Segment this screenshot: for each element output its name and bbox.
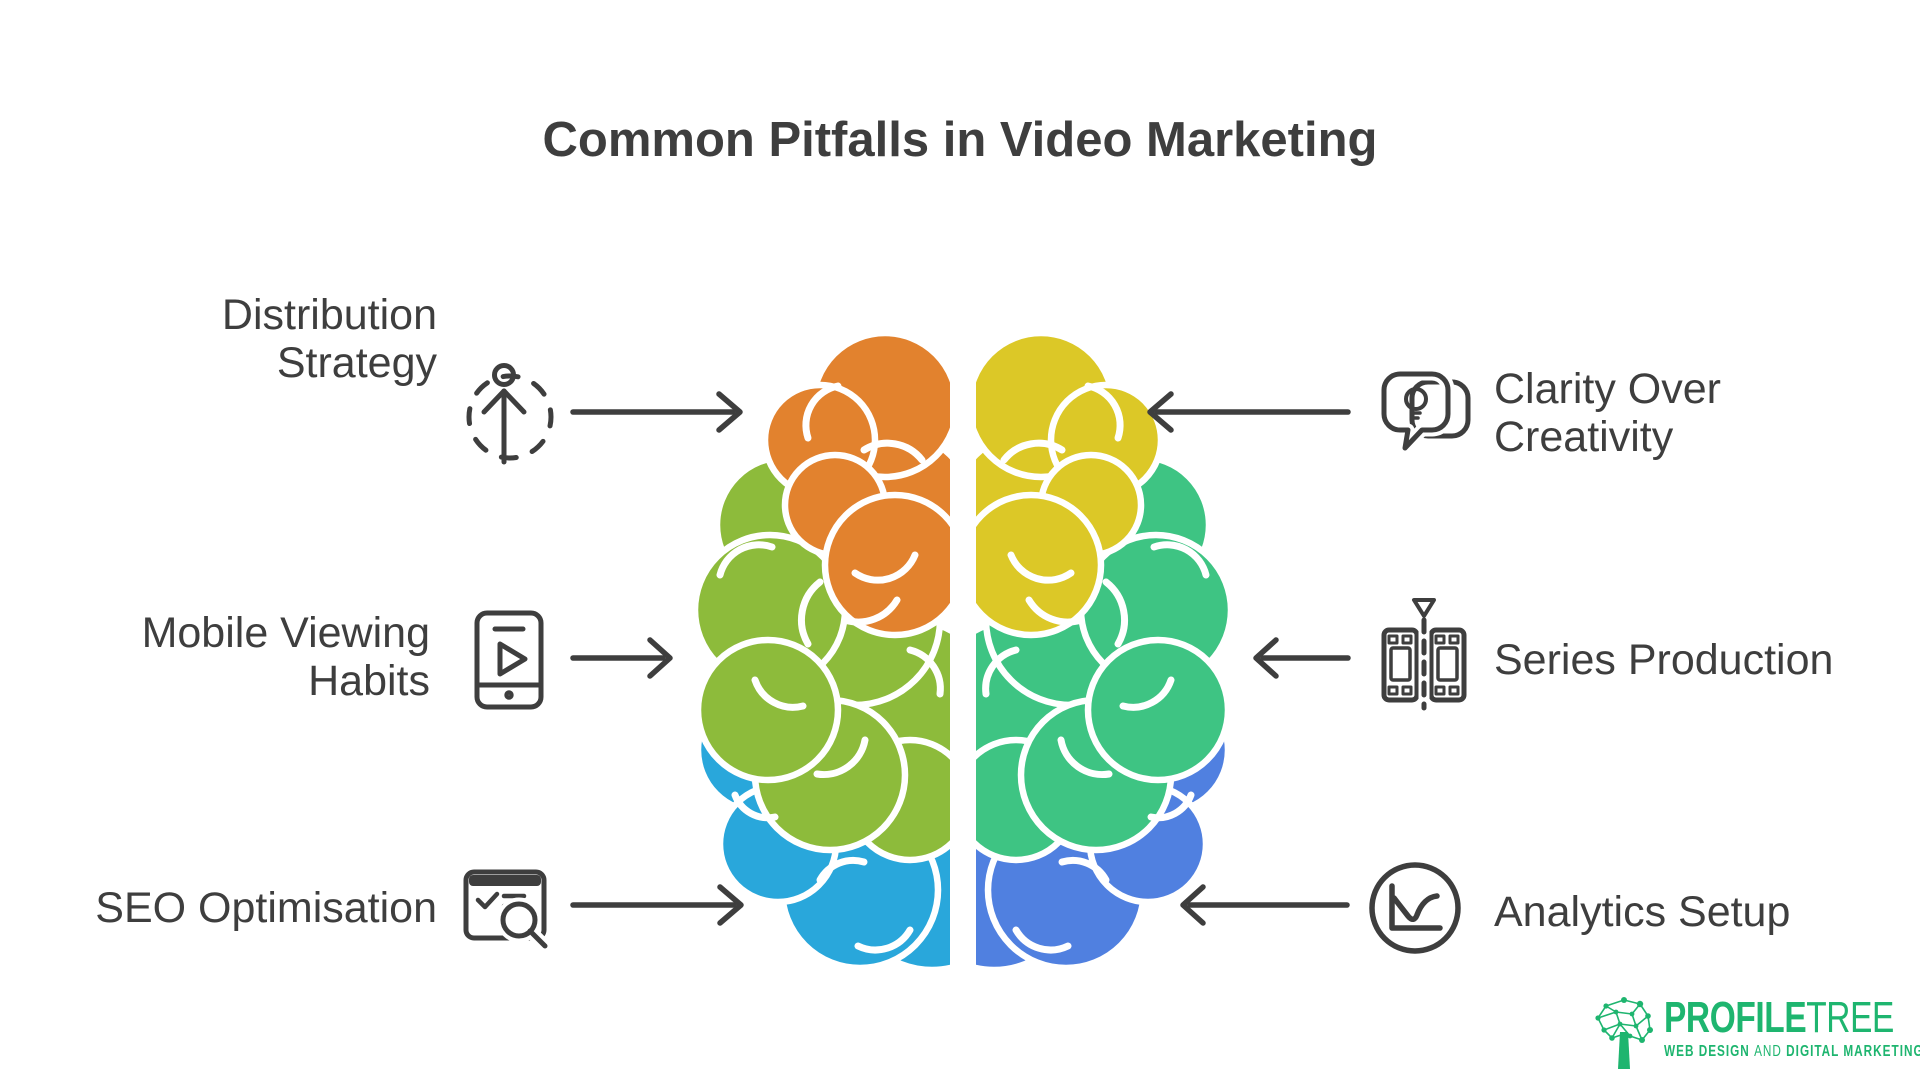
item-label-line: Analytics Setup	[1494, 888, 1791, 936]
item-seo-optimisation: SEO Optimisation	[95, 884, 437, 932]
item-label-line: Creativity	[1494, 413, 1674, 461]
item-label-line: Habits	[308, 657, 430, 705]
brain-sulci-lines	[716, 382, 944, 954]
item-label-line: SEO Optimisation	[95, 884, 437, 932]
line-chart-circle-icon	[1369, 862, 1461, 954]
brain-sulci-lines	[982, 382, 1210, 954]
arrow-seo-icon	[570, 884, 744, 926]
smartphone-video-play-icon	[474, 610, 544, 710]
brain-right-hemisphere	[976, 329, 1235, 974]
profiletree-tree-icon	[1595, 997, 1653, 1069]
browser-search-checklist-icon	[463, 869, 552, 953]
item-label-line: Series Production	[1494, 636, 1834, 684]
item-label-line: Strategy	[276, 339, 437, 387]
item-clarity-over-creativity: Clarity Over Creativity	[1494, 365, 1721, 461]
item-label-line: Clarity Over	[1494, 365, 1721, 413]
item-mobile-viewing-habits: Mobile Viewing Habits	[142, 609, 430, 705]
brain-illustration	[691, 329, 1235, 974]
arrow-distribution-icon	[570, 391, 743, 433]
item-analytics-setup: Analytics Setup	[1494, 888, 1790, 936]
item-label-line: Distribution	[221, 291, 437, 339]
brain-left-hemisphere	[691, 329, 950, 974]
person-growth-dashed-circle-icon	[466, 363, 554, 465]
page-title: Common Pitfalls in Video Marketing	[542, 113, 1378, 167]
item-label-line: Mobile Viewing	[141, 609, 430, 657]
arrow-clarity-icon	[1147, 391, 1351, 433]
arrow-series-icon	[1253, 637, 1351, 679]
item-distribution-strategy: Distribution Strategy	[222, 291, 437, 387]
brain-region-orange	[761, 329, 950, 639]
profiletree-logo: PROFILETREE WEB DESIGN AND DIGITAL MARKE…	[1590, 992, 1920, 1076]
item-series-production: Series Production	[1494, 636, 1833, 684]
arrow-analytics-icon	[1180, 884, 1350, 926]
logo-brand-bold: PROFILE	[1664, 993, 1807, 1042]
speech-bubbles-lightbulb-icon	[1377, 367, 1471, 455]
brain-region-yellow	[976, 329, 1165, 639]
logo-brand-text: PROFILETREE	[1664, 996, 1920, 1040]
logo-brand-light: TREE	[1806, 993, 1894, 1042]
arrow-mobile-icon	[570, 637, 673, 679]
filmstrip-cut-icon	[1381, 598, 1467, 714]
logo-tagline: WEB DESIGN AND DIGITAL MARKETING	[1664, 1043, 1920, 1060]
